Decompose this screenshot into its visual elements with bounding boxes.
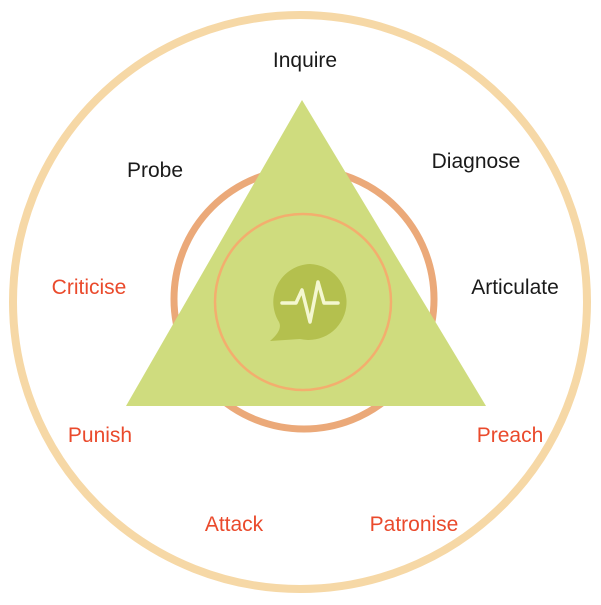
label-diagnose: Diagnose — [432, 150, 521, 173]
center-ring — [213, 212, 393, 392]
label-probe: Probe — [127, 159, 183, 182]
triangle — [126, 100, 486, 406]
outer-ring — [9, 11, 591, 593]
label-preach: Preach — [477, 424, 544, 447]
label-inquire: Inquire — [273, 49, 337, 72]
label-criticise: Criticise — [52, 276, 127, 299]
label-punish: Punish — [68, 424, 132, 447]
speech-bubble-shape — [270, 264, 347, 341]
pulse-speech-bubble-icon — [270, 264, 347, 341]
label-articulate: Articulate — [471, 276, 559, 299]
label-patronise: Patronise — [370, 513, 459, 536]
pulse-line — [280, 280, 340, 324]
label-attack: Attack — [205, 513, 264, 536]
